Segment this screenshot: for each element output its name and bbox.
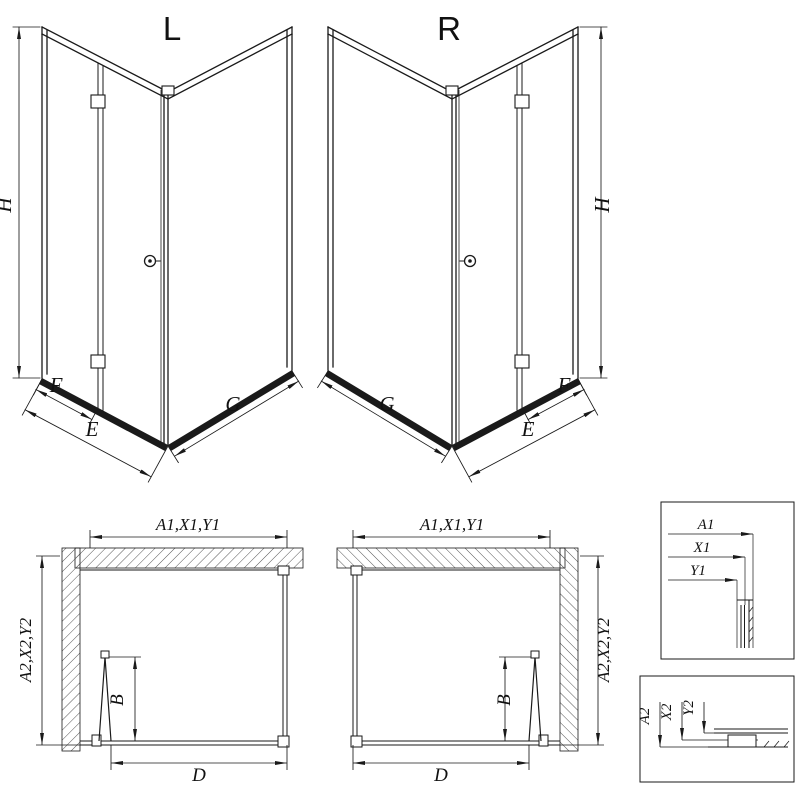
corner-connector bbox=[161, 85, 175, 96]
plan-left-dim-d: D bbox=[191, 765, 206, 786]
door-knob-icon bbox=[143, 254, 161, 268]
bottom-section-hatch bbox=[763, 740, 790, 748]
ext-lines-a1 bbox=[89, 530, 288, 548]
detail-label-y2: Y2 bbox=[681, 700, 697, 716]
iso-view-right bbox=[318, 27, 607, 482]
ext-lines-g bbox=[167, 370, 303, 464]
plan-left-dim-side: A2,X2,Y2 bbox=[16, 617, 35, 683]
dim-label-e-left: E bbox=[85, 417, 99, 441]
ext-lines-h bbox=[12, 26, 41, 379]
wall-profile-section bbox=[737, 599, 754, 648]
door-side-threshold bbox=[80, 740, 287, 746]
door-fold-hinge bbox=[100, 650, 110, 659]
enclosure-outline bbox=[80, 565, 290, 748]
dim-line-g bbox=[174, 380, 300, 457]
wall-profile-back-left bbox=[41, 26, 48, 379]
top-rail-right-panel bbox=[167, 26, 293, 100]
plan-right-dim-b: B bbox=[494, 694, 515, 706]
frame-profiles bbox=[41, 26, 293, 446]
bifold-door bbox=[90, 62, 162, 442]
door-hinge-top-icon bbox=[90, 94, 106, 109]
detail-box-top-border bbox=[660, 501, 795, 660]
adjustment-profile-block bbox=[727, 734, 757, 748]
plan-dimension-lines bbox=[36, 530, 288, 770]
door-hinge-bottom-icon bbox=[90, 354, 106, 369]
iso-dimension-lines bbox=[12, 26, 303, 483]
iso-view-left bbox=[12, 26, 303, 483]
dim-label-h-right: H bbox=[590, 196, 614, 214]
detail-label-a2: A2 bbox=[637, 707, 653, 725]
wall-hatch-top bbox=[74, 547, 304, 569]
wall-hatch-side bbox=[61, 547, 81, 752]
dim-label-g-left: G bbox=[225, 392, 240, 416]
detail-bottom-dimension-lines bbox=[658, 702, 788, 748]
open-bifold-door bbox=[98, 650, 112, 742]
plan-right-dim-top: A1,X1,Y1 bbox=[419, 515, 484, 534]
detail-label-x2: X2 bbox=[659, 703, 675, 721]
fixed-glass-side bbox=[282, 570, 288, 745]
dim-label-f-left: F bbox=[49, 373, 63, 397]
profile-section-hatch bbox=[748, 606, 754, 643]
shower-tray bbox=[39, 370, 295, 451]
dim-label-g-right: G bbox=[379, 392, 394, 416]
detail-label-x1: X1 bbox=[693, 540, 711, 556]
dim-label-h-left: H bbox=[0, 196, 16, 214]
detail-top-ref-lines bbox=[736, 534, 754, 648]
ext-lines-e bbox=[21, 378, 169, 483]
detail-top-dimension-lines bbox=[668, 532, 754, 648]
plan-left-dim-top: A1,X1,Y1 bbox=[155, 515, 220, 534]
detail-bottom-ref-lines bbox=[660, 732, 788, 748]
detail-box-bottom: A2 X2 Y2 bbox=[637, 675, 795, 783]
detail-box-top: A1 X1 Y1 bbox=[660, 501, 795, 660]
ext-lines-d bbox=[110, 745, 288, 770]
dim-label-e-right: E bbox=[521, 417, 535, 441]
wall-profile-back-right bbox=[286, 26, 293, 371]
top-rail-left-panel bbox=[41, 26, 169, 100]
detail-box-bottom-border bbox=[639, 675, 795, 783]
profile-section-lines bbox=[737, 599, 753, 648]
door-pivot-block bbox=[91, 734, 102, 747]
iso-right-title: R bbox=[437, 10, 461, 47]
door-fold-lines bbox=[97, 62, 104, 411]
plan-right-dim-d: D bbox=[433, 765, 448, 786]
dim-label-f-right: F bbox=[557, 373, 571, 397]
dim-line-e bbox=[24, 409, 152, 478]
plan-view-right bbox=[337, 530, 604, 770]
corner-profile-block bbox=[277, 735, 290, 748]
wall-sections bbox=[61, 547, 304, 752]
front-corner-post bbox=[163, 91, 169, 446]
plan-right-dim-side: A2,X2,Y2 bbox=[594, 617, 613, 683]
bottom-profile-section bbox=[708, 728, 790, 748]
detail-label-a1: A1 bbox=[697, 517, 715, 533]
plan-left-dim-b: B bbox=[107, 694, 128, 706]
iso-left-title: L bbox=[163, 10, 181, 47]
detail-label-y1: Y1 bbox=[690, 563, 706, 579]
wall-profile-block-top bbox=[277, 565, 290, 576]
plan-view-left bbox=[36, 530, 304, 770]
